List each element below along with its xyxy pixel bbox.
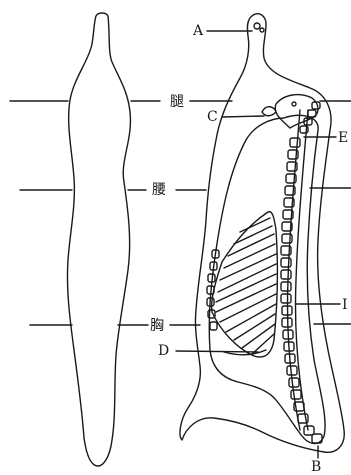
vertebra xyxy=(287,366,297,375)
vertebra xyxy=(289,378,299,387)
lumbar-segments xyxy=(300,102,320,133)
spine-column xyxy=(281,110,322,443)
d-leader xyxy=(176,351,258,352)
cavity-outline xyxy=(209,115,325,443)
side-profile-outline xyxy=(67,13,130,466)
vertebra xyxy=(290,138,300,147)
pelvis-hole xyxy=(292,102,296,106)
hook-hole-inner xyxy=(260,28,264,32)
vertebra xyxy=(281,282,291,291)
label-c: C xyxy=(207,110,218,124)
label-a: A xyxy=(193,24,203,38)
label-d: D xyxy=(158,344,169,358)
label-leg: 腿 xyxy=(170,95,184,109)
rib-cage xyxy=(212,212,278,357)
label-right-partial: I xyxy=(342,298,348,312)
label-chest: 胸 xyxy=(150,319,164,333)
vertebra xyxy=(291,390,301,399)
vertebra xyxy=(281,270,291,279)
label-loin: 腰 xyxy=(152,183,166,197)
vertebra xyxy=(281,294,291,303)
hook-hole xyxy=(254,23,260,29)
c-leader xyxy=(222,116,264,117)
pelvis-notch xyxy=(262,107,276,116)
sternum-segments xyxy=(207,250,219,330)
label-e: E xyxy=(338,131,348,145)
label-b: B xyxy=(311,460,321,474)
